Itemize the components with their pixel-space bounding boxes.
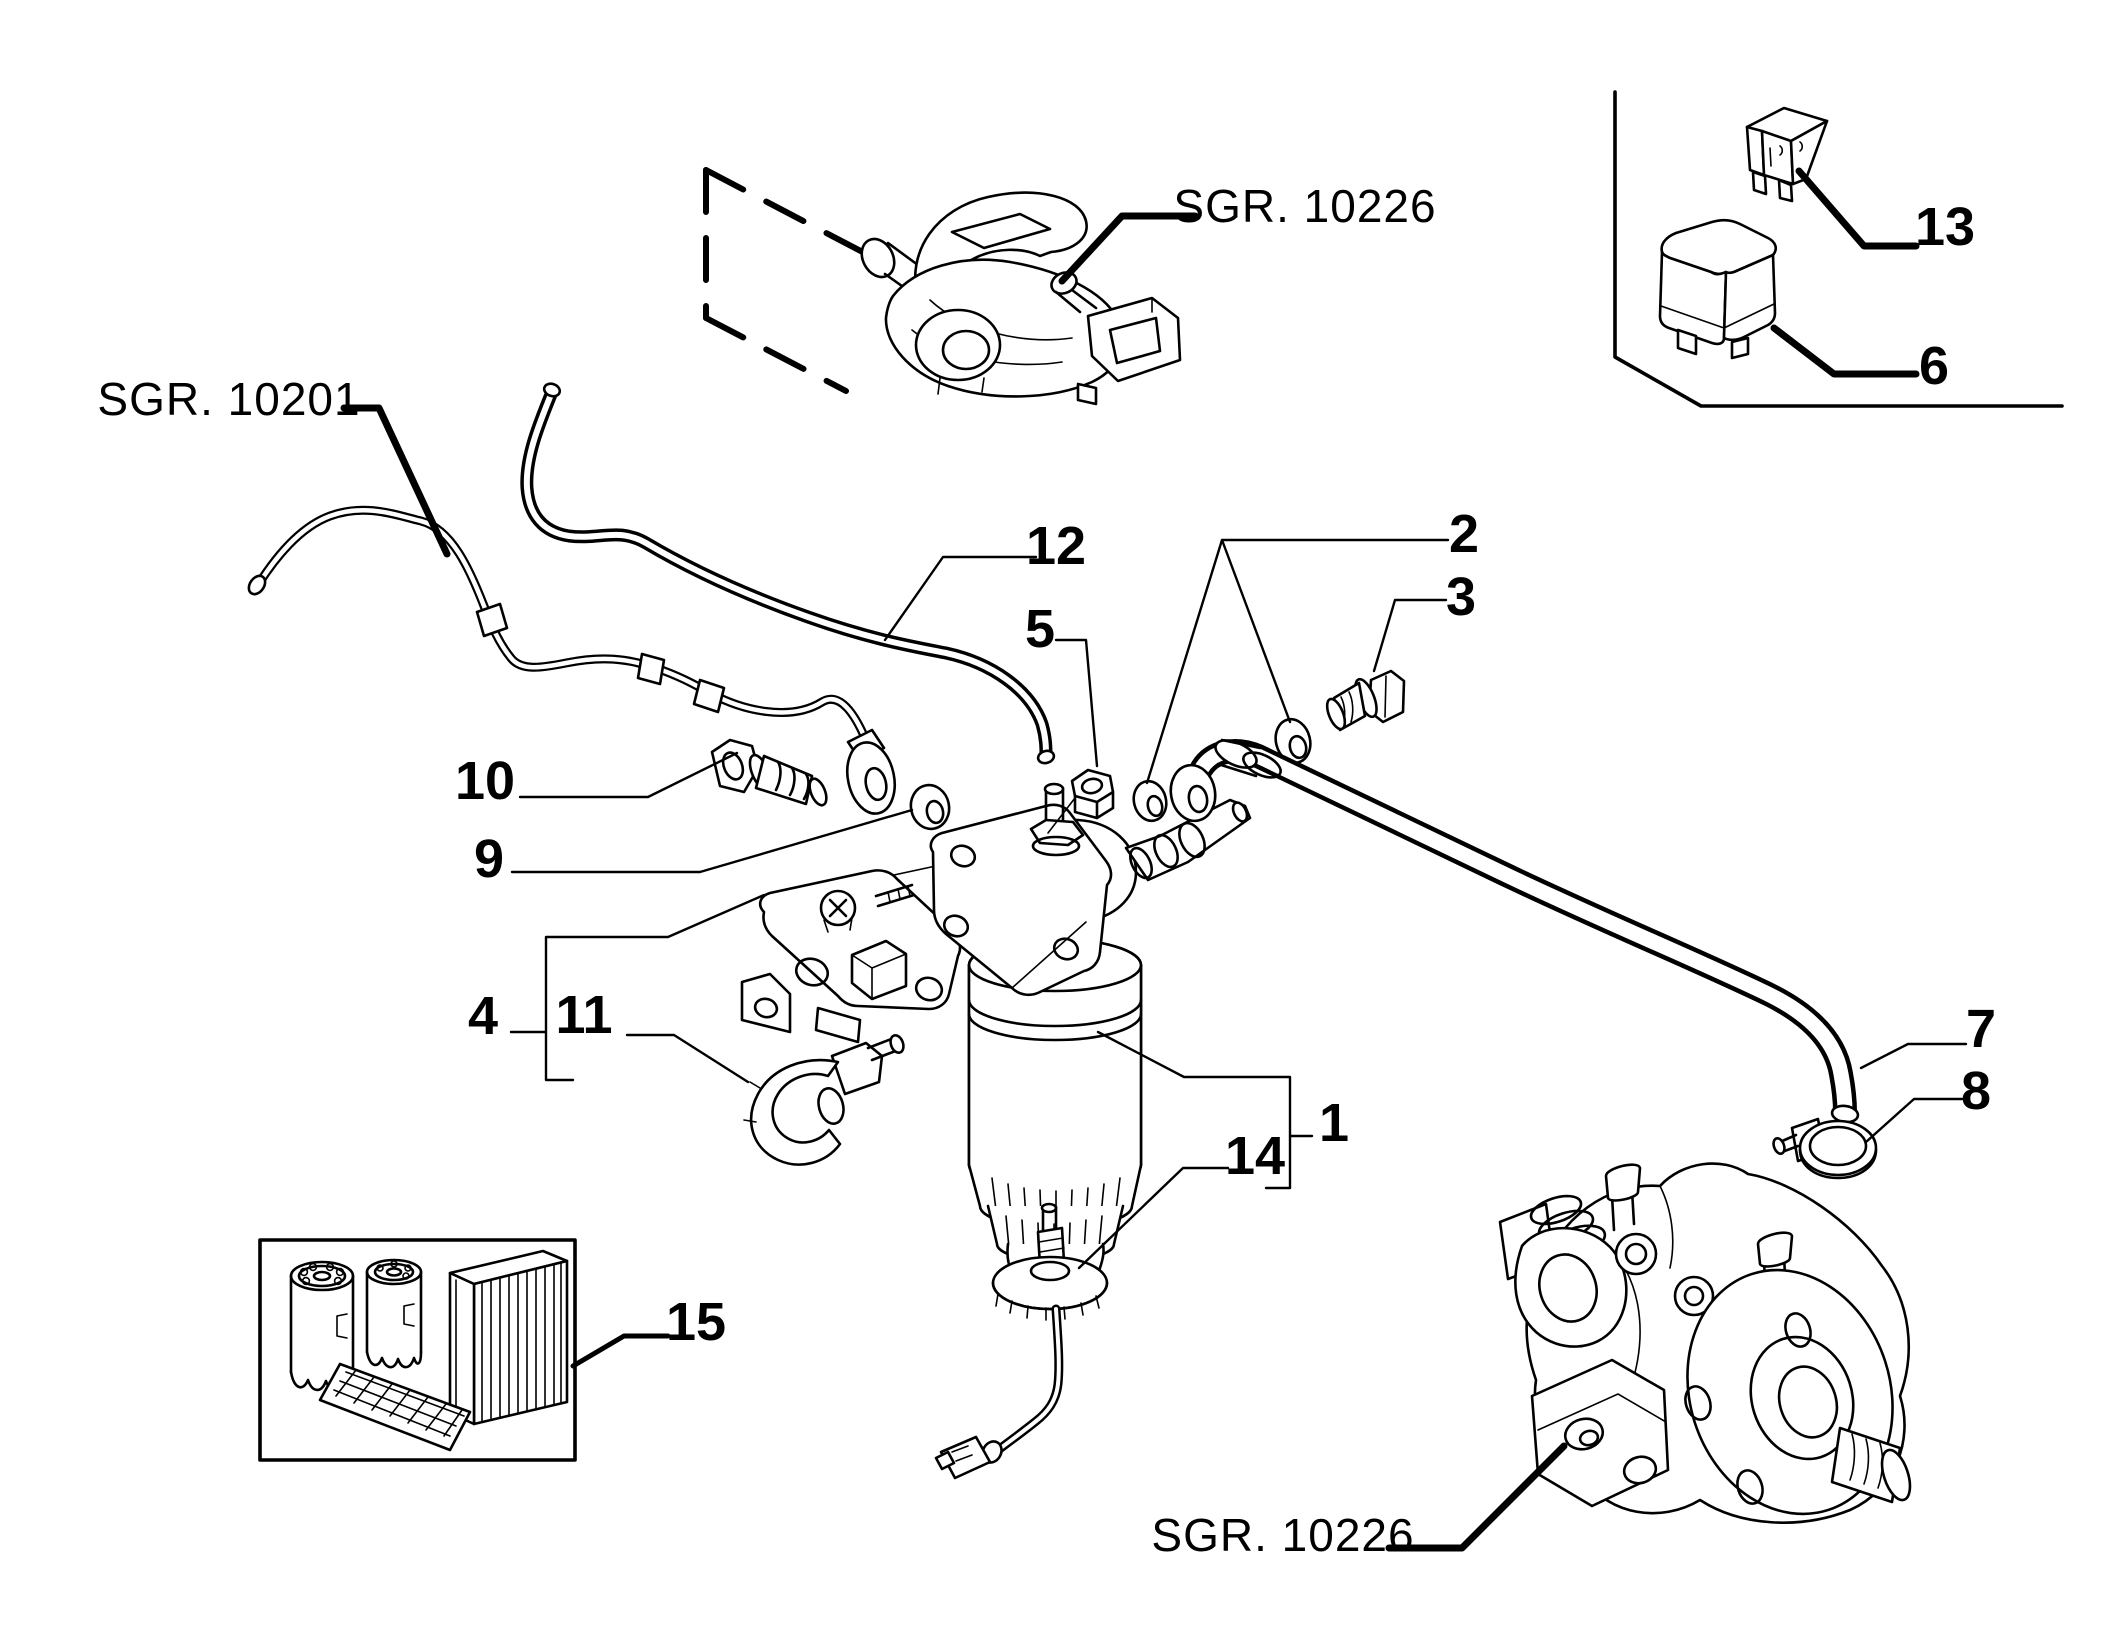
nut-5-drawing [1070,768,1115,820]
callout-12: 12 [1025,516,1087,576]
relay-drawing [1658,218,1778,360]
kit-box-15-drawing [258,1238,577,1462]
callout-11: 11 [555,985,613,1045]
upper-pump-drawing [860,191,1182,406]
callout-5: 5 [1024,599,1056,659]
leader-lines [340,167,1968,1552]
callout-15: 15 [665,1292,727,1352]
fuel-filter-drawing [929,771,1252,1300]
injection-pump-drawing [1498,1162,1912,1524]
ref-sgr-10226-top: SGR. 10226 [1173,180,1437,232]
washers-2-drawing [1132,717,1312,823]
callout-7: 7 [1965,999,1997,1059]
return-hose-drawing [247,505,870,743]
callout-1: 1 [1318,1093,1350,1153]
dashed-locator [703,167,877,394]
bolt-3-drawing [1325,669,1406,732]
callout-4: 4 [467,986,499,1046]
pipe-12-drawing [520,382,1056,765]
callout-2: 2 [1448,504,1480,564]
callout-9: 9 [473,829,505,889]
ref-sgr-10201-left: SGR. 10201 [97,373,361,425]
callout-6: 6 [1918,336,1950,396]
callout-3: 3 [1445,567,1477,627]
seal-9-drawing [909,783,951,831]
callout-8: 8 [1960,1061,1992,1121]
hose-banjo-eye-drawing [845,728,897,815]
clamp-11-drawing [743,1033,905,1166]
callout-14: 14 [1224,1126,1286,1186]
callout-10: 10 [454,751,516,811]
sensor-14-drawing [934,1202,1109,1480]
callout-13: 13 [1914,197,1976,257]
inset-frame [1613,90,2064,408]
pipe-7-drawing [1169,738,1878,1180]
bracket-4-drawing [740,857,974,1044]
union-10-drawing [710,738,828,807]
ref-sgr-10226-bottom: SGR. 10226 [1151,1509,1415,1561]
